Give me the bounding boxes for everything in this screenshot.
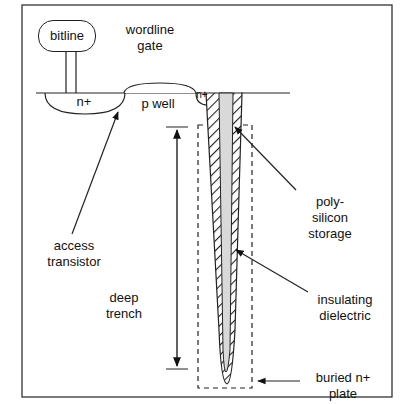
- bitline-contact: [66, 52, 76, 93]
- dimension-ticks: [166, 127, 188, 369]
- leader-line: [235, 127, 296, 190]
- node-text: bitline: [50, 28, 84, 44]
- leader-line: [258, 380, 300, 381]
- callout-label: access transistor: [34, 238, 114, 270]
- region-label: n+: [69, 94, 99, 110]
- dimension-label: deep trench: [99, 290, 149, 322]
- gate-electrode: [124, 83, 196, 93]
- region-label: p well: [133, 96, 183, 112]
- bitline-box: bitline: [38, 20, 96, 52]
- region-label: n+: [192, 88, 212, 101]
- polysilicon-fill: [219, 93, 233, 372]
- dimension-line: [176, 130, 177, 366]
- callout-label: insulating dielectric: [309, 292, 381, 324]
- leader-line: [236, 250, 308, 292]
- source-region: [45, 93, 125, 114]
- cell-frame: [22, 5, 392, 397]
- callout-label: poly-silicon storage: [298, 194, 362, 242]
- trench-dielectric: [206, 93, 242, 384]
- callout-label: buried n+ plate: [303, 370, 383, 402]
- gate-label: wordline gate: [115, 22, 185, 54]
- leader-line: [72, 112, 118, 234]
